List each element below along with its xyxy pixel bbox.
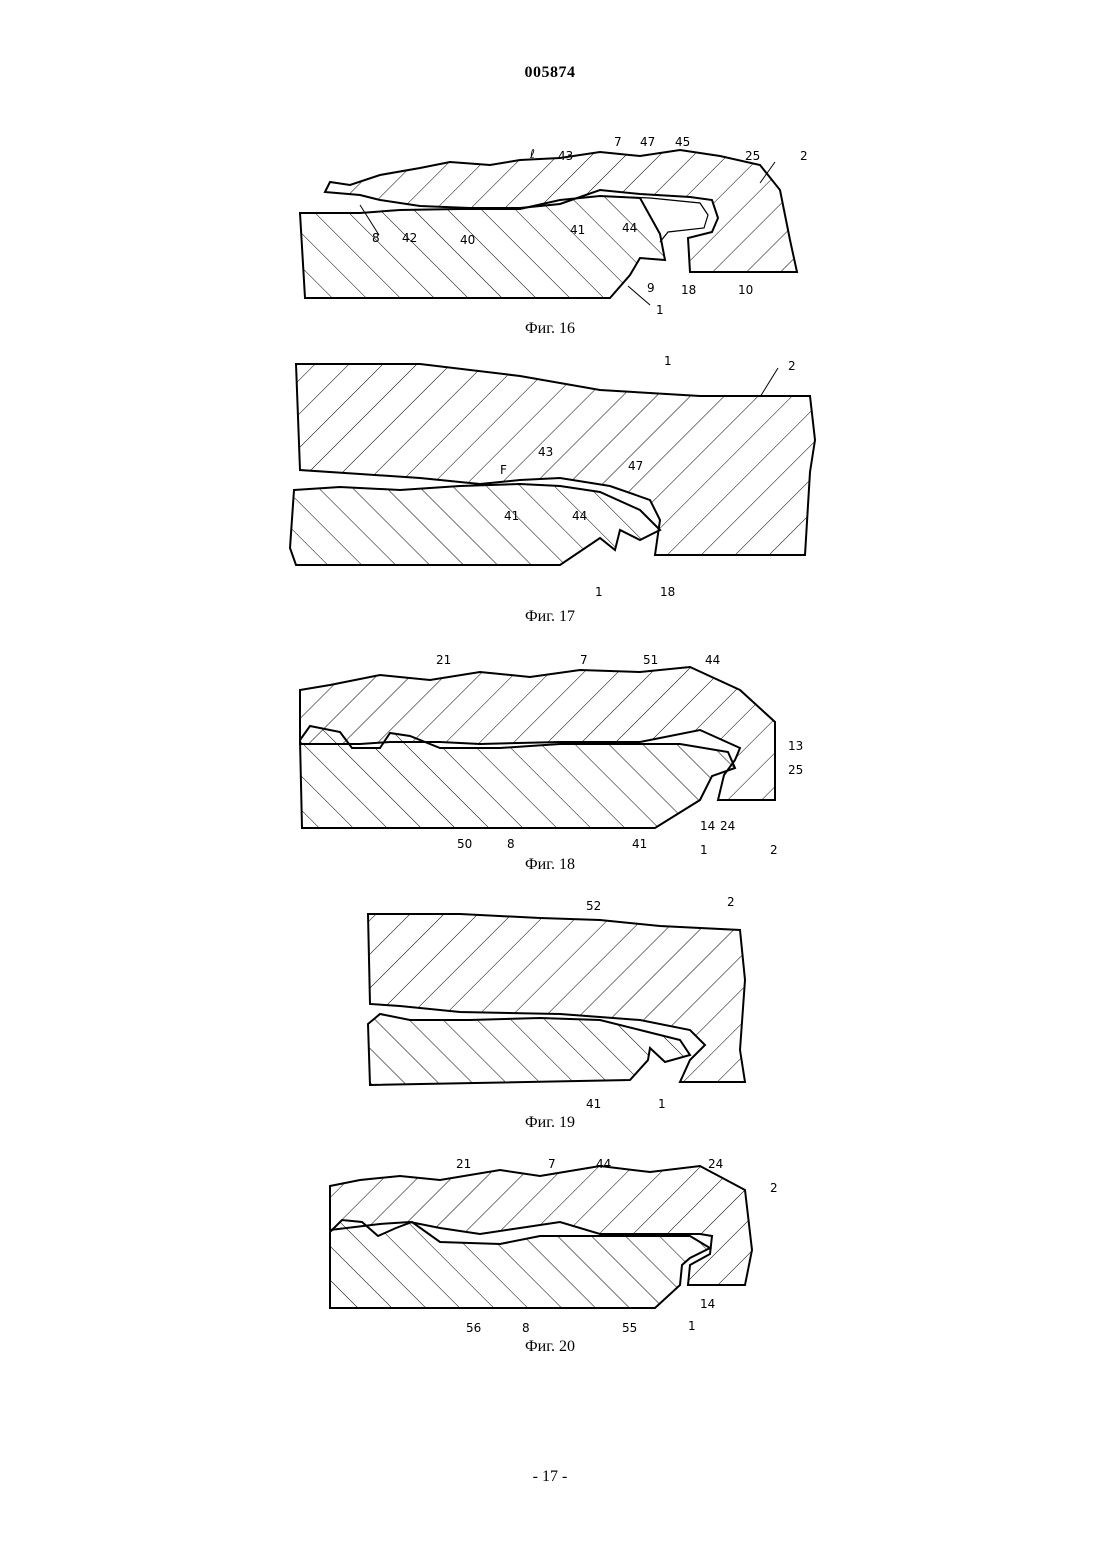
- fig-20-caption: Фиг. 20: [0, 1338, 1100, 1356]
- svg-text:18: 18: [681, 283, 696, 297]
- svg-text:51: 51: [643, 653, 658, 667]
- svg-text:50: 50: [457, 837, 472, 851]
- svg-text:52: 52: [586, 899, 601, 913]
- svg-text:13: 13: [788, 739, 803, 753]
- svg-text:41: 41: [586, 1097, 601, 1111]
- fig-17-drawing: [290, 364, 815, 565]
- svg-text:8: 8: [372, 231, 380, 245]
- svg-text:9: 9: [647, 281, 655, 295]
- svg-text:41: 41: [632, 837, 647, 851]
- svg-text:45: 45: [675, 135, 690, 149]
- svg-text:8: 8: [507, 837, 515, 851]
- svg-text:1: 1: [656, 303, 664, 317]
- svg-text:25: 25: [788, 763, 803, 777]
- fig-16-caption: Фиг. 16: [0, 320, 1100, 338]
- svg-text:2: 2: [770, 843, 778, 857]
- svg-text:24: 24: [708, 1157, 723, 1171]
- svg-text:44: 44: [596, 1157, 611, 1171]
- fig-19-caption: Фиг. 19: [0, 1114, 1100, 1132]
- svg-text:1: 1: [595, 585, 603, 599]
- fig-18-caption: Фиг. 18: [0, 856, 1100, 874]
- svg-text:44: 44: [705, 653, 720, 667]
- page-number: - 17 -: [0, 1468, 1100, 1486]
- svg-text:7: 7: [580, 653, 588, 667]
- svg-text:55: 55: [622, 1321, 637, 1335]
- svg-text:43: 43: [558, 149, 573, 163]
- fig-18-drawing: [300, 667, 775, 828]
- svg-text:47: 47: [628, 459, 643, 473]
- svg-text:14: 14: [700, 1297, 715, 1311]
- svg-text:2: 2: [727, 895, 735, 909]
- svg-text:7: 7: [548, 1157, 556, 1171]
- svg-text:18: 18: [660, 585, 675, 599]
- svg-text:56: 56: [466, 1321, 481, 1335]
- svg-text:41: 41: [570, 223, 585, 237]
- svg-text:14: 14: [700, 819, 715, 833]
- svg-text:21: 21: [456, 1157, 471, 1171]
- svg-text:1: 1: [700, 843, 708, 857]
- svg-text:1: 1: [688, 1319, 696, 1333]
- fig-16-drawing: [300, 150, 797, 298]
- svg-text:42: 42: [402, 231, 417, 245]
- fig-19-drawing: [368, 914, 745, 1085]
- svg-text:1: 1: [664, 354, 672, 368]
- svg-text:1: 1: [658, 1097, 666, 1111]
- svg-text:F: F: [500, 463, 507, 477]
- svg-text:2: 2: [770, 1181, 778, 1195]
- svg-text:21: 21: [436, 653, 451, 667]
- svg-text:40: 40: [460, 233, 475, 247]
- svg-text:44: 44: [622, 221, 637, 235]
- svg-text:43: 43: [538, 445, 553, 459]
- svg-text:2: 2: [800, 149, 808, 163]
- svg-text:44: 44: [572, 509, 587, 523]
- svg-text:ℓ: ℓ: [529, 147, 535, 161]
- svg-text:10: 10: [738, 283, 753, 297]
- svg-text:2: 2: [788, 359, 796, 373]
- fig-17-caption: Фиг. 17: [0, 608, 1100, 626]
- svg-text:47: 47: [640, 135, 655, 149]
- svg-text:41: 41: [504, 509, 519, 523]
- svg-text:8: 8: [522, 1321, 530, 1335]
- fig-20-drawing: [330, 1166, 752, 1308]
- svg-text:24: 24: [720, 819, 735, 833]
- svg-text:7: 7: [614, 135, 622, 149]
- svg-text:25: 25: [745, 149, 760, 163]
